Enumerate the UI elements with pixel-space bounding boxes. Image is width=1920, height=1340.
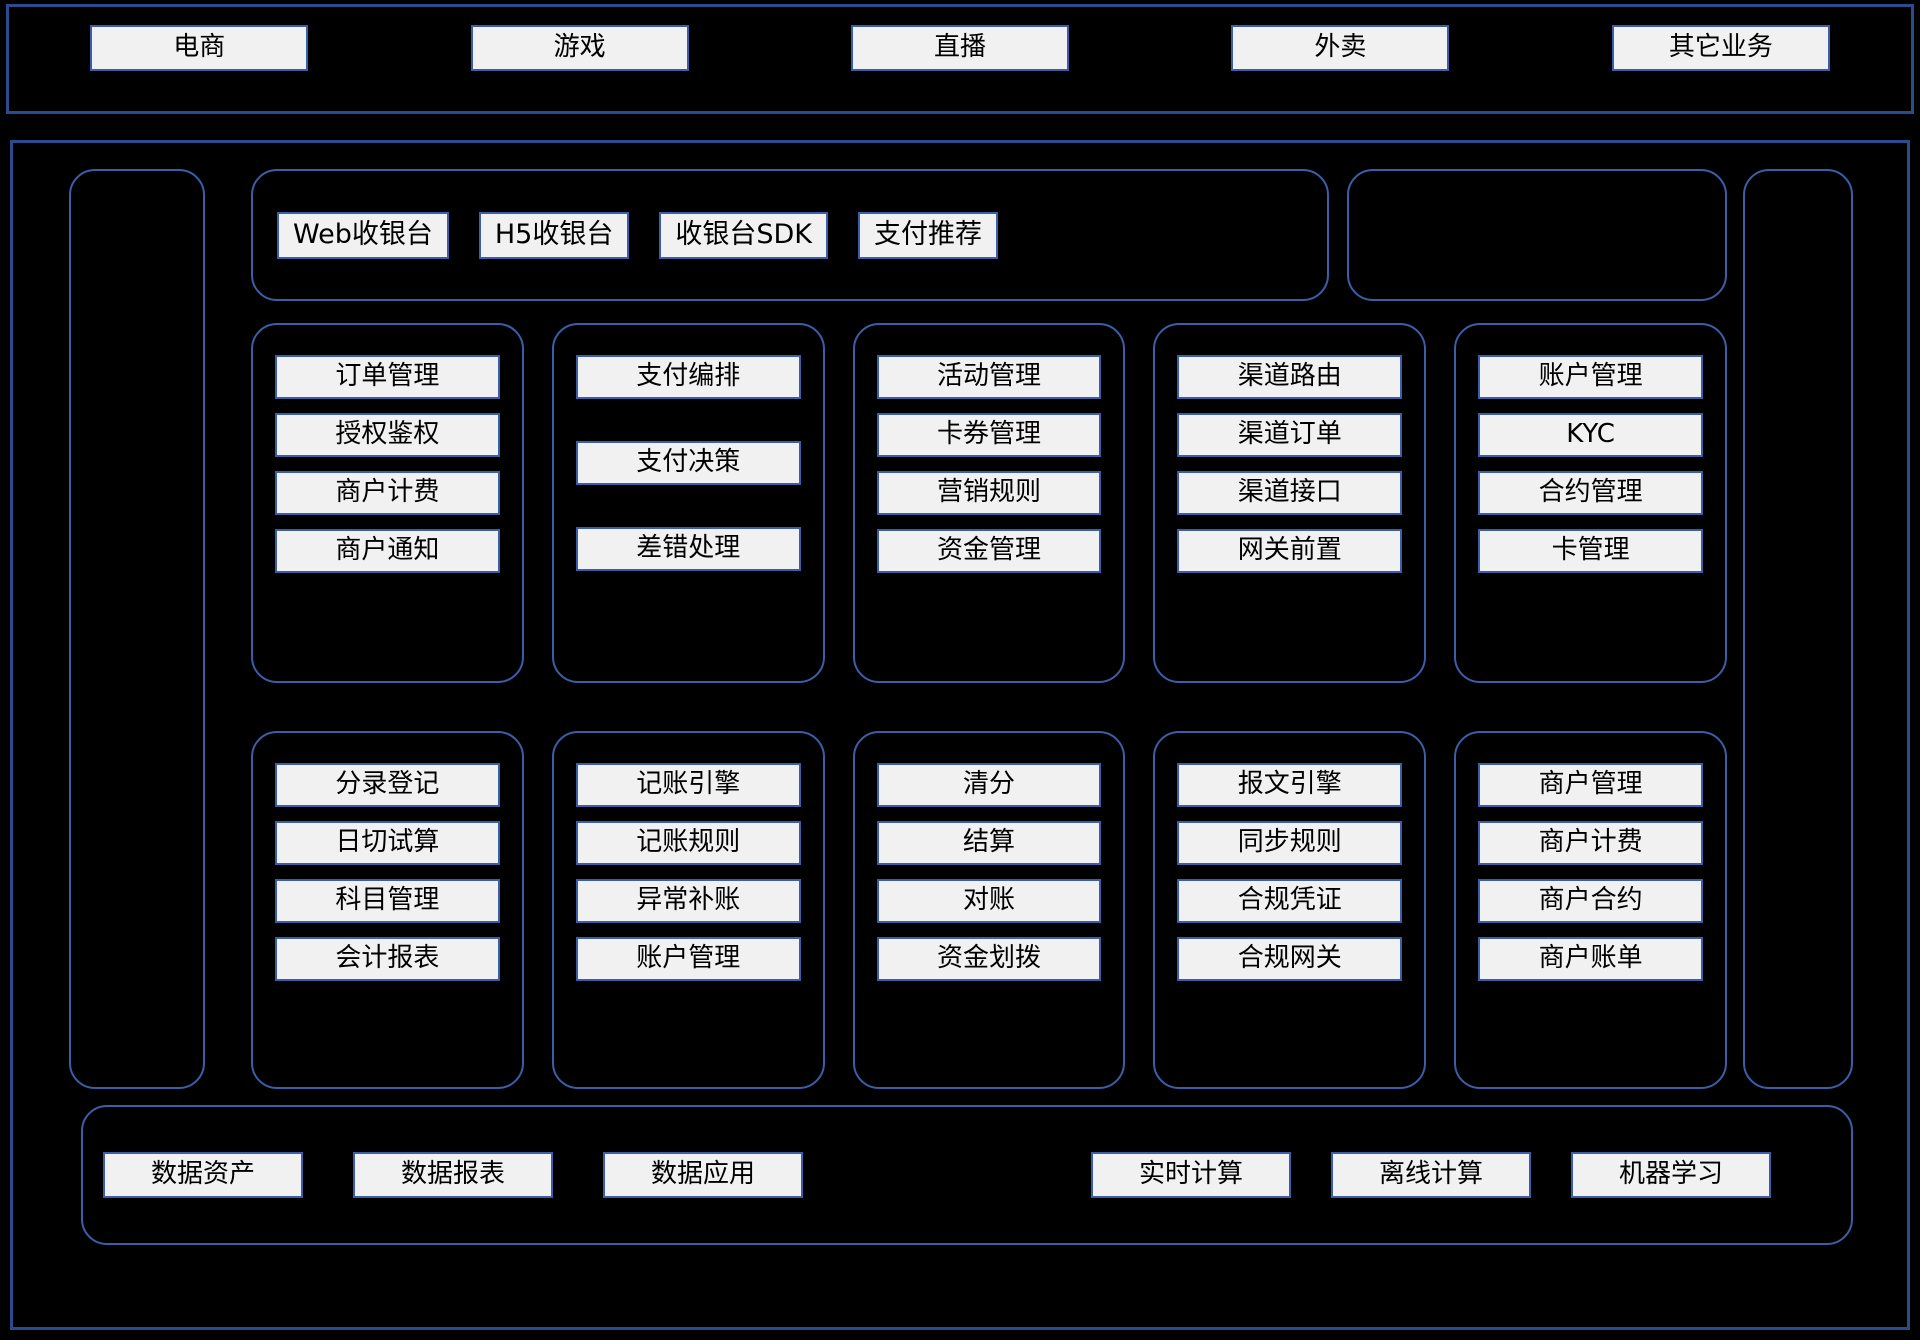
module-chip-account-management-b[interactable]: 账户管理 [575,937,801,981]
business-slot: 电商 [9,25,389,71]
channel-module-container: 渠道路由 渠道订单 渠道接口 网关前置 [1153,323,1427,683]
business-chip-other[interactable]: 其它业务 [1611,25,1830,71]
module-chip-card-management[interactable]: 卡管理 [1478,529,1703,573]
module-chip-message-engine[interactable]: 报文引擎 [1177,763,1403,807]
module-chip-clearing[interactable]: 清分 [876,763,1102,807]
module-chip-channel-interface[interactable]: 渠道接口 [1177,471,1403,515]
module-chip-daily-trial-balance[interactable]: 日切试算 [275,821,500,865]
platform-frame: Web收银台 H5收银台 收银台SDK 支付推荐 订单管理 授权鉴权 商户计费 … [10,140,1910,1330]
data-platform-right-group: 实时计算 离线计算 机器学习 [1091,1152,1831,1198]
module-chip-merchant-billing[interactable]: 商户计费 [275,471,500,515]
module-chip-channel-order[interactable]: 渠道订单 [1177,413,1403,457]
module-chip-accounting-report[interactable]: 会计报表 [275,937,500,981]
merchant-module-container: 商户管理 商户计费 商户合约 商户账单 [1454,731,1727,1089]
data-chip-data-asset[interactable]: 数据资产 [103,1152,303,1198]
module-chip-account-management[interactable]: 账户管理 [1478,355,1703,399]
module-chip-merchant-management[interactable]: 商户管理 [1478,763,1703,807]
module-chip-entry-registration[interactable]: 分录登记 [275,763,500,807]
module-row-lower: 分录登记 日切试算 科目管理 会计报表 记账引擎 记账规则 异常补账 账户管理 … [251,731,1727,1089]
module-chip-payment-orchestration[interactable]: 支付编排 [575,355,801,399]
module-chip-subject-management[interactable]: 科目管理 [275,879,500,923]
cashier-side-container [1347,169,1727,301]
business-chip-livestream[interactable]: 直播 [851,25,1070,71]
module-chip-gateway-frontend[interactable]: 网关前置 [1177,529,1403,573]
module-chip-bookkeeping-rules[interactable]: 记账规则 [575,821,801,865]
cashier-chip-sdk[interactable]: 收银台SDK [659,211,828,259]
module-chip-fund-management[interactable]: 资金管理 [876,529,1102,573]
business-chip-delivery[interactable]: 外卖 [1231,25,1450,71]
bookkeeping-module-container: 记账引擎 记账规则 异常补账 账户管理 [551,731,825,1089]
business-slot: 游戏 [389,25,769,71]
business-lines-band: 电商 游戏 直播 外卖 其它业务 [6,4,1914,114]
data-chip-machine-learning[interactable]: 机器学习 [1571,1152,1771,1198]
cashier-chip-h5[interactable]: H5收银台 [478,211,630,259]
module-chip-merchant-notify[interactable]: 商户通知 [275,529,500,573]
data-chip-realtime-compute[interactable]: 实时计算 [1091,1152,1291,1198]
module-chip-compliance-voucher[interactable]: 合规凭证 [1177,879,1403,923]
module-chip-reconciliation[interactable]: 对账 [876,879,1102,923]
module-chip-contract-management[interactable]: 合约管理 [1478,471,1703,515]
data-chip-data-application[interactable]: 数据应用 [603,1152,803,1198]
module-chip-coupon-management[interactable]: 卡券管理 [876,413,1102,457]
business-slot: 外卖 [1150,25,1530,71]
module-row-upper: 订单管理 授权鉴权 商户计费 商户通知 支付编排 支付决策 差错处理 活动管理 … [251,323,1727,683]
module-chip-order-management[interactable]: 订单管理 [275,355,500,399]
module-chip-merchant-billing-b[interactable]: 商户计费 [1478,821,1703,865]
data-chip-data-report[interactable]: 数据报表 [353,1152,553,1198]
module-chip-compliance-gateway[interactable]: 合规网关 [1177,937,1403,981]
module-chip-authorization[interactable]: 授权鉴权 [275,413,500,457]
business-slot: 直播 [770,25,1150,71]
data-chip-offline-compute[interactable]: 离线计算 [1331,1152,1531,1198]
module-chip-marketing-rules[interactable]: 营销规则 [876,471,1102,515]
module-chip-error-handling[interactable]: 差错处理 [575,527,801,571]
module-chip-sync-rules[interactable]: 同步规则 [1177,821,1403,865]
business-chip-ecommerce[interactable]: 电商 [90,25,309,71]
clearing-module-container: 清分 结算 对账 资金划拨 [852,731,1126,1089]
marketing-module-container: 活动管理 卡券管理 营销规则 资金管理 [852,323,1126,683]
module-chip-kyc[interactable]: KYC [1478,413,1703,457]
module-chip-settlement[interactable]: 结算 [876,821,1102,865]
module-chip-campaign-management[interactable]: 活动管理 [876,355,1102,399]
data-platform-container: 数据资产 数据报表 数据应用 实时计算 离线计算 机器学习 [81,1105,1853,1245]
right-rail-container [1743,169,1853,1089]
left-rail-container [69,169,205,1089]
cashier-layer-container: Web收银台 H5收银台 收银台SDK 支付推荐 [251,169,1329,301]
module-chip-channel-routing[interactable]: 渠道路由 [1177,355,1403,399]
module-chip-fund-transfer[interactable]: 资金划拨 [876,937,1102,981]
account-module-container: 账户管理 KYC 合约管理 卡管理 [1454,323,1727,683]
business-slot: 其它业务 [1531,25,1911,71]
module-chip-merchant-contract[interactable]: 商户合约 [1478,879,1703,923]
module-chip-bookkeeping-engine[interactable]: 记账引擎 [575,763,801,807]
cashier-chip-web[interactable]: Web收银台 [277,211,449,259]
order-module-container: 订单管理 授权鉴权 商户计费 商户通知 [251,323,524,683]
module-chip-merchant-bill[interactable]: 商户账单 [1478,937,1703,981]
module-chip-exception-adjustment[interactable]: 异常补账 [575,879,801,923]
compliance-module-container: 报文引擎 同步规则 合规凭证 合规网关 [1153,731,1427,1089]
module-chip-payment-decision[interactable]: 支付决策 [575,441,801,485]
business-chip-games[interactable]: 游戏 [470,25,689,71]
cashier-chip-recommend[interactable]: 支付推荐 [858,211,998,259]
data-platform-left-group: 数据资产 数据报表 数据应用 [103,1152,803,1198]
accounting-module-container: 分录登记 日切试算 科目管理 会计报表 [251,731,524,1089]
payment-module-container: 支付编排 支付决策 差错处理 [551,323,825,683]
